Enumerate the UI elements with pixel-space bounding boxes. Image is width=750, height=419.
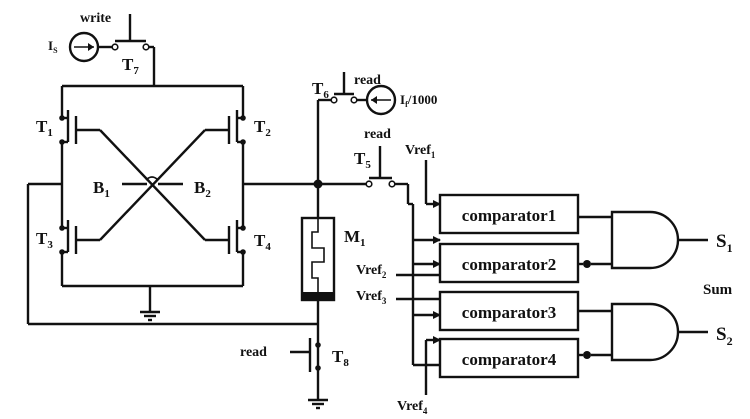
comparator4-box [438, 337, 580, 379]
t5-label: T5 [354, 149, 371, 171]
vref1-label: Vref1 [405, 143, 436, 160]
cross-coupling [99, 129, 206, 241]
read-t5-label: read [364, 127, 391, 142]
comparator1-label: comparator1 [462, 206, 556, 225]
b2-label: B2 [194, 178, 211, 200]
current-source-is [68, 31, 100, 63]
m1-label: M1 [344, 227, 366, 249]
and-gate-1 [610, 210, 680, 270]
t8-label: T8 [332, 347, 349, 369]
if-label: If/1000 [400, 92, 437, 109]
b1-label: B1 [93, 178, 110, 200]
s1-label: S1 [716, 231, 733, 255]
comparator4-label: comparator4 [462, 350, 557, 369]
vref4-label: Vref4 [397, 399, 428, 416]
t3-label: T3 [36, 229, 53, 251]
sum-label: Sum [703, 282, 733, 298]
comparator2-label: comparator2 [462, 255, 556, 274]
switch-t7 [111, 14, 150, 51]
comparator3-label: comparator3 [462, 303, 556, 322]
comparator2-box [438, 242, 580, 284]
transistor-t8 [290, 338, 321, 374]
ground-icon [140, 286, 160, 322]
t6-label: T6 [312, 79, 329, 101]
comparator1-box [438, 193, 580, 235]
transistor-t2 [227, 110, 246, 145]
read-t6-label: read [354, 73, 381, 88]
transistor-t4 [227, 220, 246, 255]
and-gate-2 [610, 302, 680, 362]
memristor-m1 [300, 216, 336, 302]
read-t8-label: read [240, 345, 267, 360]
transistor-t3 [59, 220, 78, 255]
switch-t6 [330, 72, 358, 104]
write-label: write [80, 11, 111, 26]
t7-label: T7 [122, 55, 139, 77]
vref3-label: Vref3 [356, 289, 387, 306]
t1-label: T1 [36, 117, 53, 139]
is-label: IS [48, 38, 58, 55]
transistor-t1 [59, 110, 78, 145]
ground-icon [308, 374, 328, 410]
s2-label: S2 [716, 324, 733, 348]
t2-label: T2 [254, 117, 271, 139]
t4-label: T4 [254, 231, 271, 253]
switch-t5 [365, 146, 396, 188]
vref2-label: Vref2 [356, 263, 387, 280]
current-source-if [365, 84, 397, 116]
